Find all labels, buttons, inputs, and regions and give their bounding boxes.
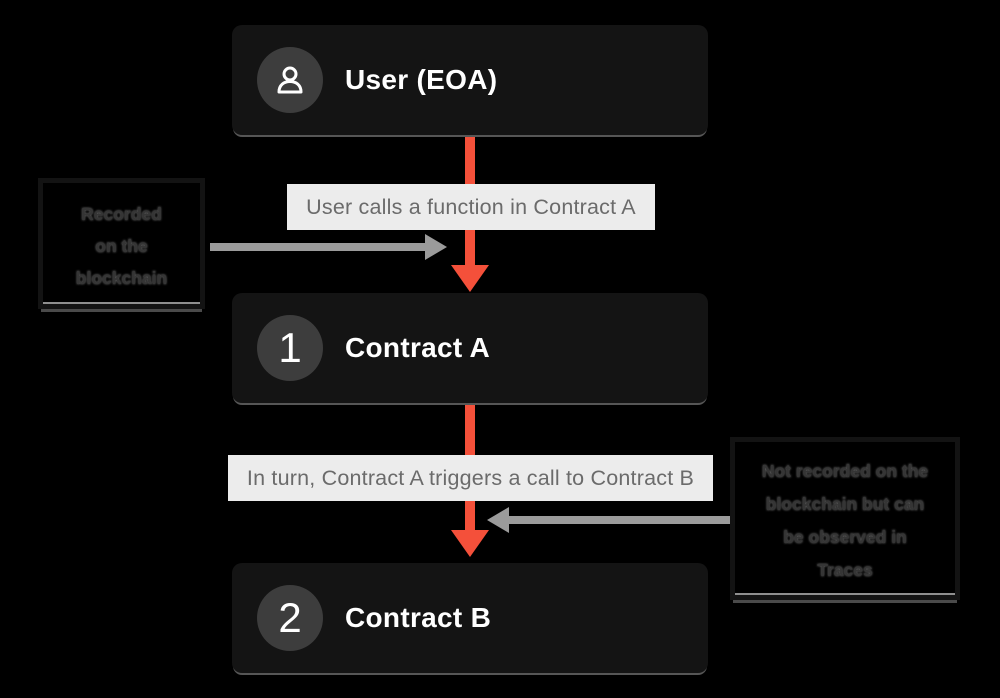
- note-line: Recorded: [81, 204, 162, 224]
- note-line: Not recorded on the: [761, 461, 929, 481]
- step-number: 1: [278, 324, 302, 371]
- note-line: Traces: [817, 560, 873, 580]
- note-line: be observed in: [783, 527, 907, 547]
- flow-label-contract-call: In turn, Contract A triggers a call to C…: [228, 455, 713, 501]
- note-arrow-left-head: [425, 234, 447, 260]
- node-contract-a: 1 Contract A: [232, 293, 708, 403]
- note-line: blockchain: [75, 268, 168, 288]
- user-avatar-bubble: [257, 47, 323, 113]
- contract-a-step-bubble: 1: [257, 315, 323, 381]
- node-contract-b: 2 Contract B: [232, 563, 708, 673]
- note-arrow-left-shaft: [210, 243, 427, 251]
- node-contract-b-label: Contract B: [345, 602, 492, 633]
- step-number: 2: [278, 594, 302, 641]
- flow-arrowhead-user-to-a: [451, 265, 489, 292]
- note-not-recorded-traces: Not recorded on the blockchain but can b…: [730, 437, 960, 600]
- note-recorded-on-blockchain: Recorded on the blockchain: [38, 178, 205, 309]
- note-line: blockchain but can: [765, 494, 925, 514]
- contract-b-step-bubble: 2: [257, 585, 323, 651]
- note-line: on the: [95, 236, 148, 256]
- note-arrow-right-shaft: [509, 516, 730, 524]
- node-user-label: User (EOA): [345, 64, 498, 95]
- flow-label-user-call: User calls a function in Contract A: [287, 184, 655, 230]
- node-contract-a-label: Contract A: [345, 332, 491, 363]
- flow-arrowhead-a-to-b: [451, 530, 489, 557]
- node-user-eoa: User (EOA): [232, 25, 708, 135]
- person-icon: [272, 62, 308, 98]
- note-arrow-right-head: [487, 507, 509, 533]
